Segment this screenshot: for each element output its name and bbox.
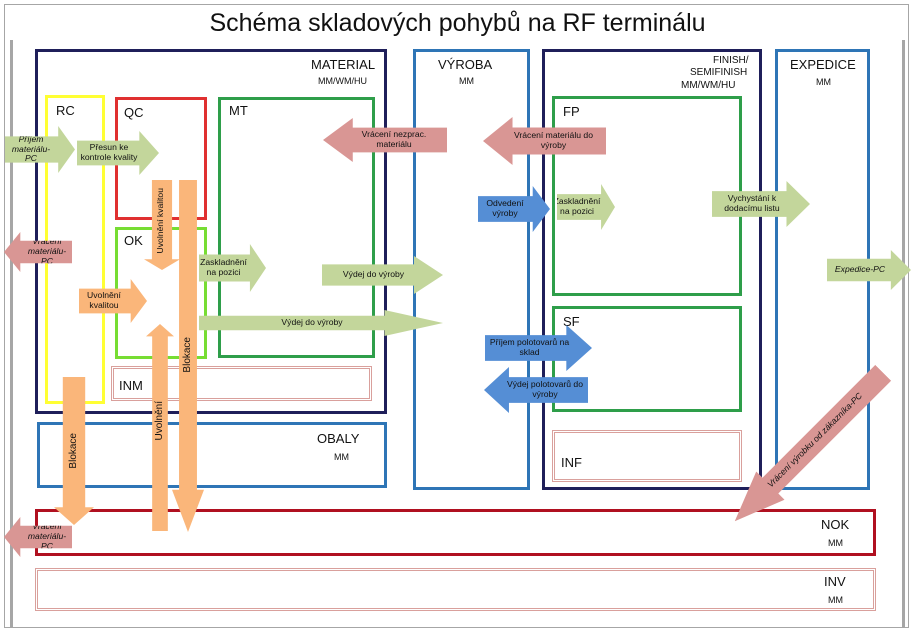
fp-label: FP — [563, 104, 580, 119]
mt-area — [218, 97, 375, 358]
rc-label: RC — [56, 103, 75, 118]
finish-label-line2: SEMIFINISH — [690, 67, 748, 78]
nok-label: NOK — [821, 517, 850, 532]
expedice-label: EXPEDICE — [790, 57, 856, 72]
inv-label: INV — [824, 574, 846, 589]
inm-label: INM — [119, 378, 143, 393]
diagram-inner-frame — [10, 40, 905, 628]
arrow-blokace-left-text: Blokace — [68, 433, 79, 469]
material-label: MATERIAL — [311, 57, 376, 72]
finish-label-line1: FINISH/ — [713, 55, 749, 66]
obaly-label: OBALY — [317, 431, 360, 446]
material-area — [35, 49, 387, 414]
finish-area — [542, 49, 762, 490]
nok-sub: MM — [828, 538, 843, 548]
inv-sub: MM — [828, 595, 843, 605]
vyroba-label: VÝROBA — [438, 57, 493, 72]
sf-label: SF — [563, 314, 580, 329]
qc-label: QC — [124, 105, 144, 120]
mt-label: MT — [229, 103, 248, 118]
obaly-sub: MM — [334, 452, 349, 462]
expedice-sub: MM — [816, 77, 831, 87]
vyroba-sub: MM — [459, 76, 474, 86]
arrow-blokace-mid-text: Blokace — [182, 337, 193, 373]
material-sub: MM/WM/HU — [318, 76, 367, 86]
arrow-uvolneni-v-text: Uvolnění — [154, 401, 165, 441]
arrow-uvolneni-kvalitou-v-text: Uvolnění kvalitou — [155, 188, 165, 254]
inm-area — [111, 366, 372, 401]
diagram-title: Schéma skladových pohybů na RF terminálu — [209, 9, 706, 37]
obaly-area — [37, 422, 387, 488]
finish-sub: MM/WM/HU — [681, 80, 736, 91]
inf-area — [552, 430, 742, 482]
inf-label: INF — [561, 455, 582, 470]
ok-label: OK — [124, 233, 143, 248]
inv-area — [35, 568, 876, 611]
